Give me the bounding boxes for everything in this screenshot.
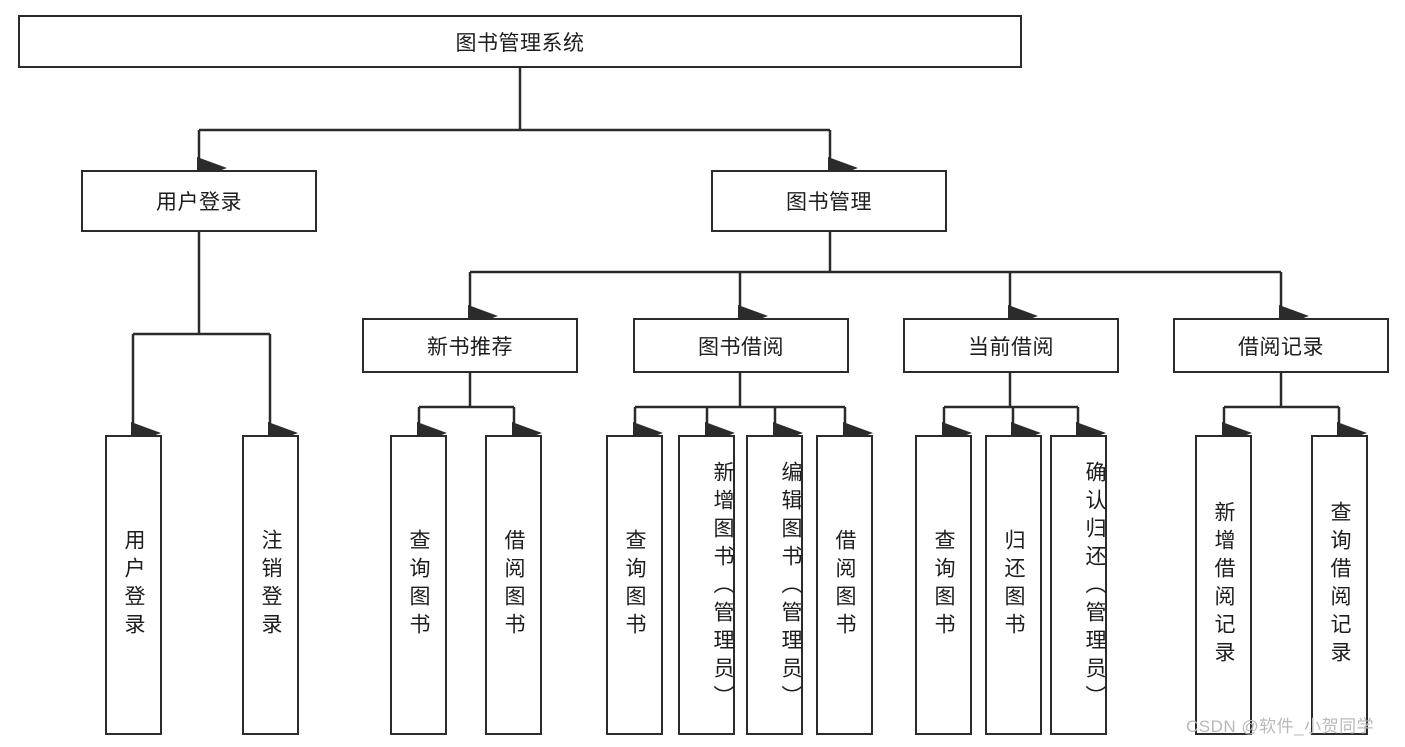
node-root-book-management-system[interactable]: 图书管理系统 bbox=[18, 15, 1022, 68]
leaf-new-book-borrow-book[interactable]: 借阅图书 bbox=[485, 435, 542, 735]
leaf-current-borrow-query-book[interactable]: 查询图书 bbox=[915, 435, 972, 735]
leaf-book-borrow-borrow-book[interactable]: 借阅图书 bbox=[816, 435, 873, 735]
node-borrow-record[interactable]: 借阅记录 bbox=[1173, 318, 1389, 373]
watermark: CSDN @软件_小贺同学 bbox=[1186, 717, 1375, 736]
node-book-management[interactable]: 图书管理 bbox=[711, 170, 947, 232]
leaf-current-borrow-return-book[interactable]: 归还图书 bbox=[985, 435, 1042, 735]
leaf-user-login-logout[interactable]: 注销登录 bbox=[242, 435, 299, 735]
leaf-current-borrow-confirm-return-admin[interactable]: 确认归还（管理员） bbox=[1050, 435, 1107, 735]
leaf-book-borrow-query-book[interactable]: 查询图书 bbox=[606, 435, 663, 735]
node-user-login[interactable]: 用户登录 bbox=[81, 170, 317, 232]
leaf-borrow-record-add-record[interactable]: 新增借阅记录 bbox=[1195, 435, 1252, 735]
node-new-book-recommend[interactable]: 新书推荐 bbox=[362, 318, 578, 373]
node-book-borrow[interactable]: 图书借阅 bbox=[633, 318, 849, 373]
node-current-borrow[interactable]: 当前借阅 bbox=[903, 318, 1119, 373]
leaf-borrow-record-query-record[interactable]: 查询借阅记录 bbox=[1311, 435, 1368, 735]
leaf-book-borrow-add-book-admin[interactable]: 新增图书（管理员） bbox=[678, 435, 735, 735]
leaf-new-book-query-book[interactable]: 查询图书 bbox=[390, 435, 447, 735]
leaf-book-borrow-edit-book-admin[interactable]: 编辑图书（管理员） bbox=[746, 435, 803, 735]
leaf-user-login-login[interactable]: 用户登录 bbox=[105, 435, 162, 735]
